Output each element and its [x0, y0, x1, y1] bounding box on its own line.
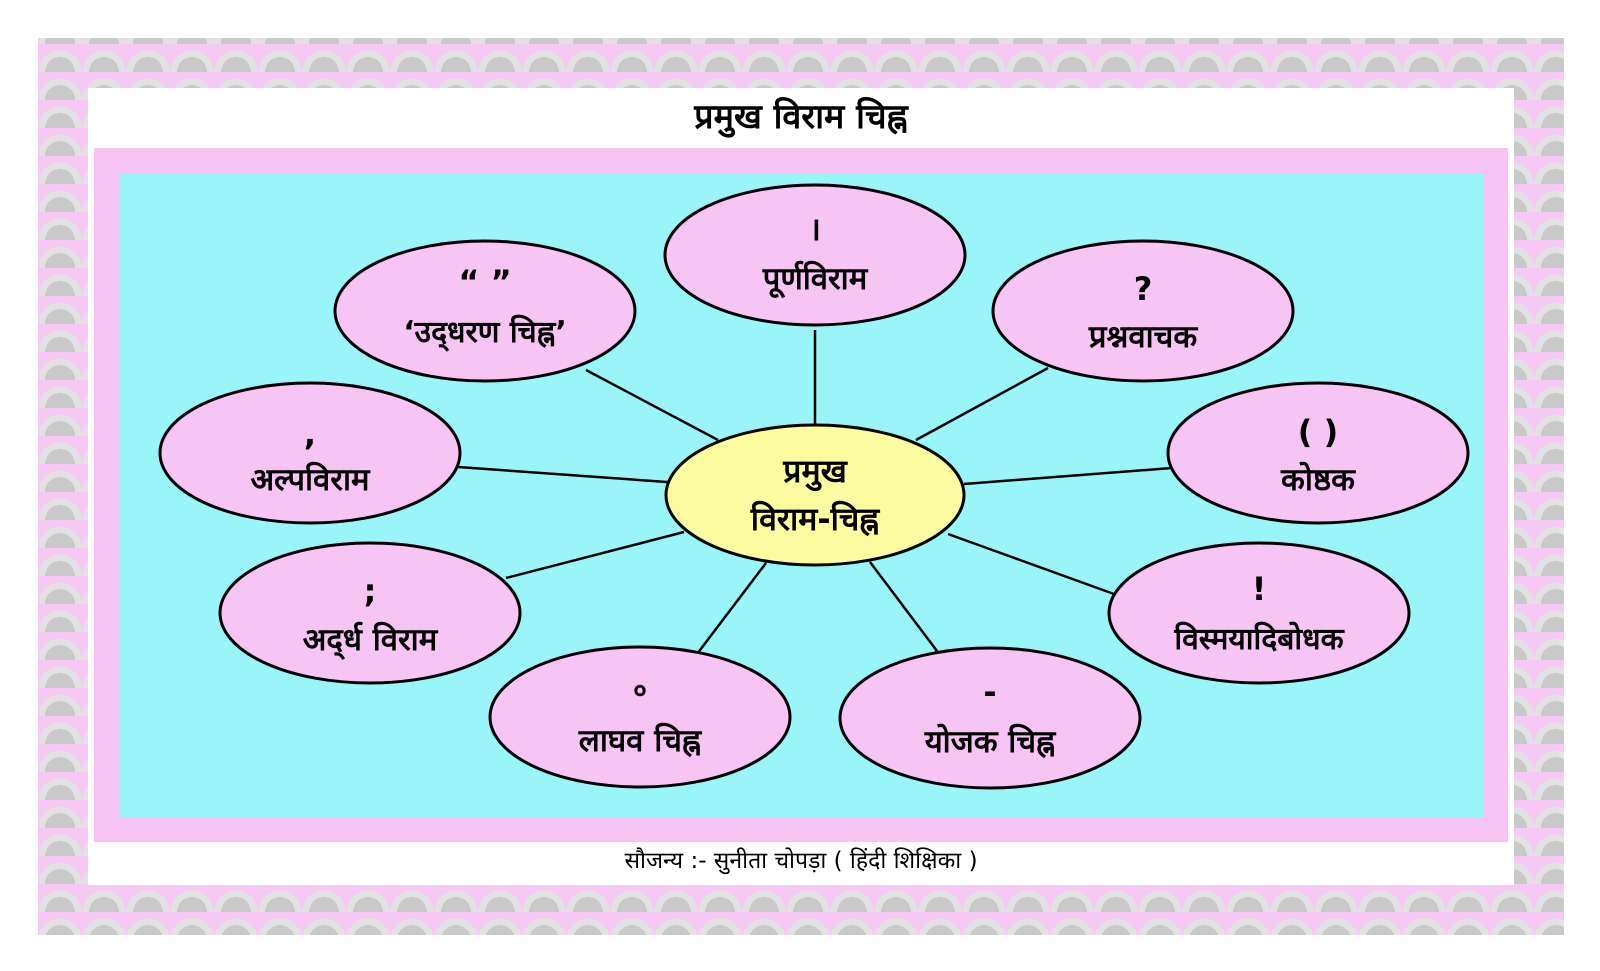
- node-ellipse: [488, 645, 792, 789]
- node-vismayadibodhak: ! विस्मयादिबोधक: [1107, 541, 1411, 685]
- connector-vismayadibodhak: [947, 532, 1126, 600]
- node-ellipse: [1166, 381, 1470, 525]
- node-yojak: - योजक चिह्न: [838, 646, 1142, 790]
- center-label-line1: प्रमुख: [782, 452, 848, 492]
- node-symbol: -: [983, 673, 996, 711]
- node-label: योजक चिह्न: [924, 723, 1057, 760]
- node-ellipse: [218, 541, 522, 685]
- node-symbol: ,: [304, 415, 316, 453]
- node-uddharan: “ ” ‘उद्‌धरण चिह्न’: [333, 239, 637, 383]
- node-symbol: “ ”: [458, 263, 511, 301]
- node-label: प्रश्नवाचक: [1088, 319, 1199, 355]
- node-symbol: ०: [633, 676, 647, 706]
- connector-prashnavachak: [915, 366, 1049, 442]
- node-label: अद्‌र्ध विराम: [303, 621, 439, 660]
- page-title: प्रमुख विराम चिह्न: [694, 97, 908, 137]
- node-ellipse: [991, 239, 1295, 383]
- node-symbol: ?: [1134, 270, 1153, 308]
- node-laghav: ० लाघव चिह्न: [488, 645, 792, 789]
- node-alpaviram: , अल्पविराम: [158, 381, 462, 525]
- connector-uddharan: [585, 368, 719, 442]
- center-label-line2: विराम-चिह्न: [750, 500, 880, 538]
- node-ellipse: [838, 646, 1142, 790]
- node-ellipse: [1107, 541, 1411, 685]
- node-ellipse: [663, 183, 967, 327]
- node-purnaviram: । पूर्णविराम: [663, 183, 967, 327]
- node-label: कोष्ठक: [1280, 461, 1356, 498]
- node-symbol: !: [1252, 570, 1267, 608]
- node-symbol: ( ): [1298, 413, 1338, 451]
- node-ellipse: [333, 239, 637, 383]
- node-prashnavachak: ? प्रश्नवाचक: [991, 239, 1295, 383]
- connector-koshthak: [963, 466, 1173, 486]
- center-node: प्रमुख विराम-चिह्न: [664, 423, 966, 567]
- connector-ardhviram: [505, 530, 685, 580]
- center-ellipse: [664, 423, 966, 567]
- node-ardhviram: ; अद्‌र्ध विराम: [218, 541, 522, 685]
- node-symbol: ;: [364, 572, 377, 610]
- connectors: [457, 330, 1173, 656]
- connector-laghav: [696, 562, 767, 655]
- connector-alpaviram: [457, 465, 668, 484]
- node-label: अल्पविराम: [250, 461, 371, 498]
- node-label: लाघव चिह्न: [578, 722, 703, 759]
- connector-yojak: [869, 561, 941, 656]
- node-ellipse: [158, 381, 462, 525]
- node-label: पूर्णविराम: [762, 260, 869, 299]
- node-symbol: ।: [809, 210, 821, 248]
- node-label: ‘उद्‌धरण चिह्न’: [403, 314, 567, 352]
- node-koshthak: ( ) कोष्ठक: [1166, 381, 1470, 525]
- credit-line: सौजन्य :- सुनीता चोपड़ा ( हिंदी शिक्षिका…: [624, 848, 978, 874]
- node-label: विस्मयादिबोधक: [1173, 621, 1344, 657]
